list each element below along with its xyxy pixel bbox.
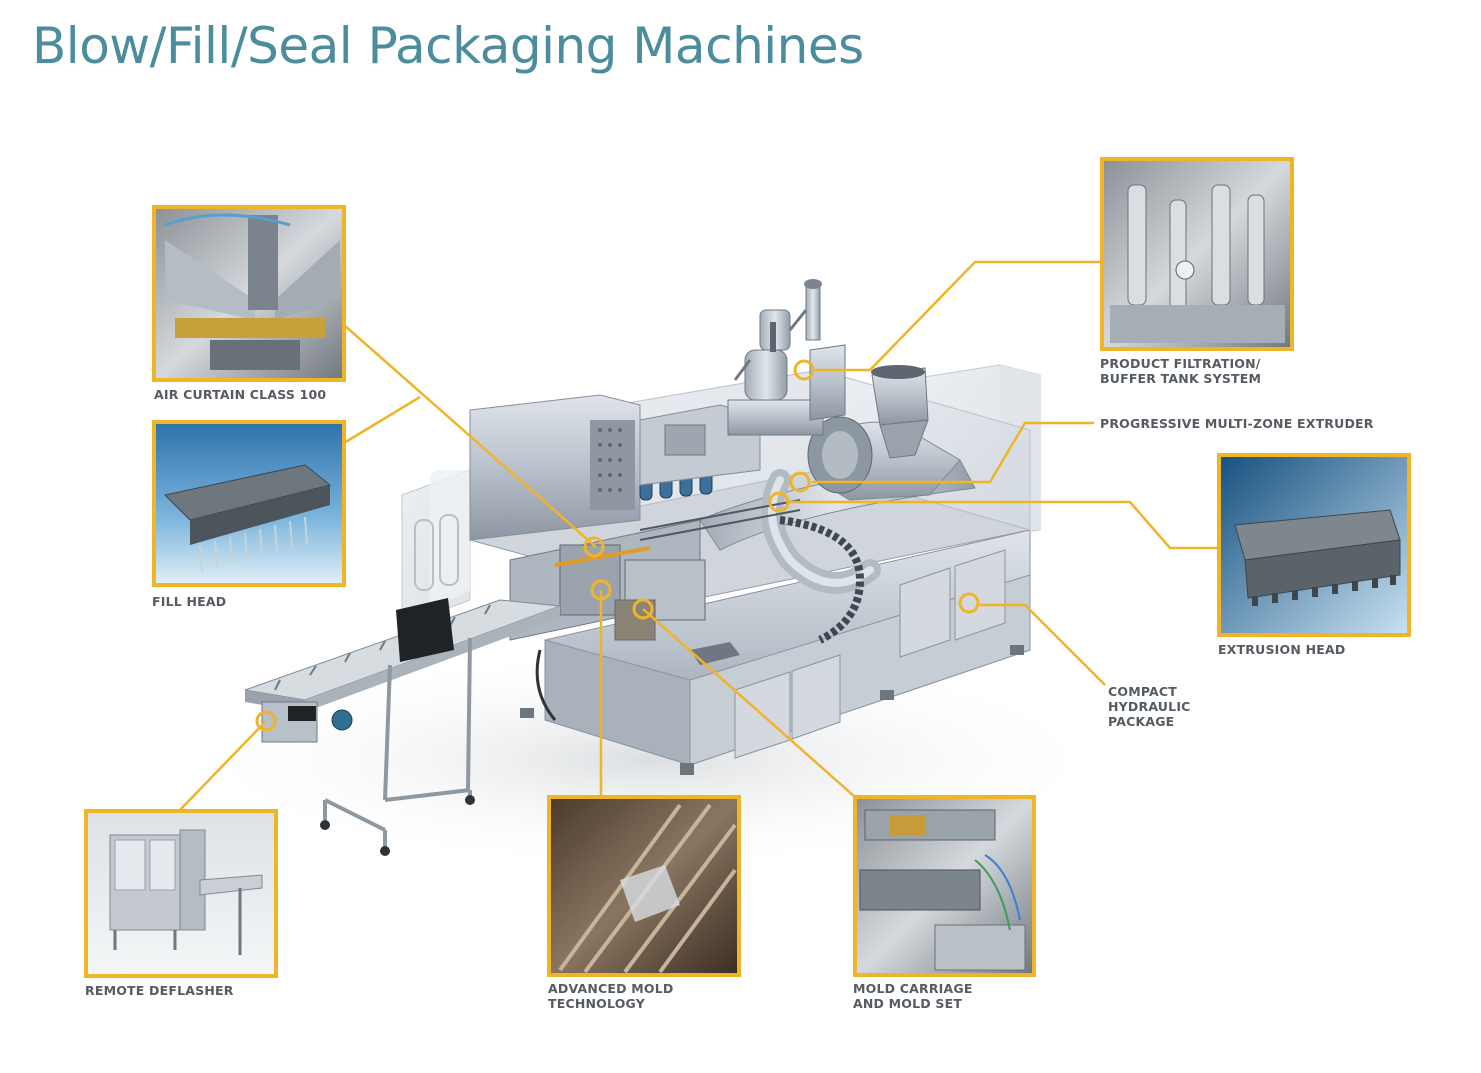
machine-illustration [244,279,1041,856]
remote-deflasher-photo [84,809,278,978]
hotspot-remote-deflasher[interactable] [256,711,276,731]
leader-lines [178,260,1219,812]
hotspot-rings [255,359,980,732]
mold-carriage-photo [853,795,1036,977]
filtration-photo [1100,157,1294,351]
page-title: Blow/Fill/Seal Packaging Machines [32,17,864,75]
label-air-curtain: AIR CURTAIN CLASS 100 [154,387,327,402]
advanced-mold-photo [547,795,741,977]
hotspot-extrusion-head[interactable] [769,492,789,512]
label-remote-deflasher: REMOTE DEFLASHER [85,983,234,998]
hotspot-filtration[interactable] [794,360,814,380]
label-hydraulic: COMPACT HYDRAULIC PACKAGE [1108,684,1191,729]
hotspot-air-curtain[interactable] [584,537,604,557]
label-fill-head: FILL HEAD [152,594,227,609]
label-mold-carriage: MOLD CARRIAGE AND MOLD SET [853,981,973,1011]
hotspot-advanced-mold[interactable] [591,580,611,600]
label-extrusion-head: EXTRUSION HEAD [1218,642,1346,657]
air-curtain-photo [152,205,346,382]
hotspot-hydraulic[interactable] [959,593,979,613]
label-extruder: PROGRESSIVE MULTI-ZONE EXTRUDER [1100,416,1374,431]
extrusion-head-photo [1217,453,1411,637]
label-filtration: PRODUCT FILTRATION/ BUFFER TANK SYSTEM [1100,356,1262,386]
hotspot-extruder[interactable] [790,472,810,492]
label-advanced-mold: ADVANCED MOLD TECHNOLOGY [548,981,674,1011]
hotspot-mold-carriage[interactable] [633,599,653,619]
fill-head-photo [152,420,346,587]
